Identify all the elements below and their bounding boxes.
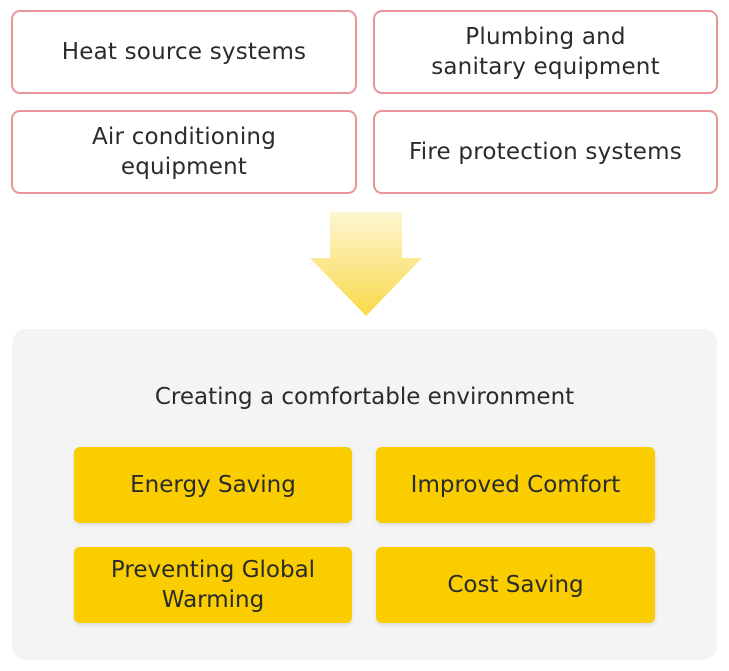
system-label: Fire protection systems [409,139,682,165]
system-box-air-conditioning: Air conditioning equipment [11,110,357,194]
system-box-heat-source: Heat source systems [11,10,357,94]
benefit-label: Improved Comfort [410,472,621,498]
benefit-label: Preventing Global Warming [110,557,316,613]
benefit-improved-comfort: Improved Comfort [376,447,655,523]
system-box-plumbing: Plumbing and sanitary equipment [373,10,718,94]
system-label: Heat source systems [61,39,307,65]
system-box-fire-protection: Fire protection systems [373,110,718,194]
benefit-cost-saving: Cost Saving [376,547,655,623]
benefit-energy-saving: Energy Saving [74,447,352,523]
benefit-label: Cost Saving [447,572,584,598]
environment-title: Creating a comfortable environment [154,384,575,410]
benefit-label: Energy Saving [130,472,296,498]
benefit-preventing-global-warming: Preventing Global Warming [74,547,352,623]
system-label: Air conditioning equipment [92,124,276,180]
down-arrow-icon [310,212,422,316]
system-label: Plumbing and sanitary equipment [431,24,660,80]
